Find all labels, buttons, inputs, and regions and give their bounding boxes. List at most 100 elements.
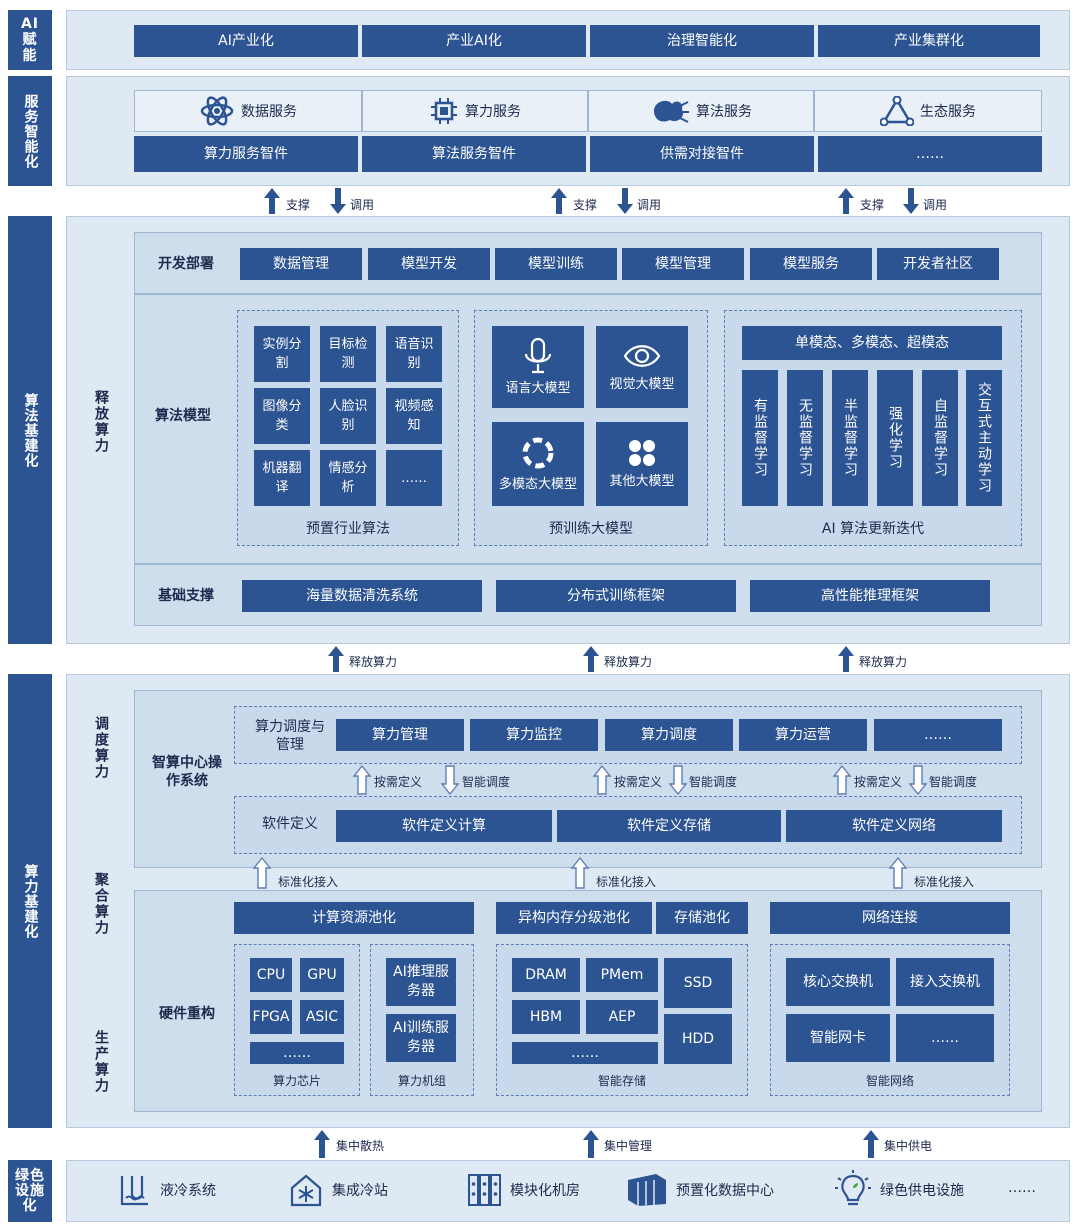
preset-item: 视频感知 — [386, 388, 442, 444]
pool-compute: 计算资源池化 — [234, 902, 474, 934]
preset-item: …… — [386, 450, 442, 506]
green-item: 预置化数据中心 — [626, 1172, 774, 1208]
bottom-arrow-label: 集中散热 — [336, 1139, 385, 1153]
mgmt-item: 算力监控 — [470, 719, 598, 751]
brain-icon — [654, 100, 689, 123]
preset-caption: 预置行业算法 — [306, 521, 390, 537]
std-access-label: 标准化接入 — [914, 875, 975, 889]
servers-caption: 算力机组 — [397, 1074, 446, 1088]
service-compute: 算力服务 — [362, 90, 588, 132]
microphone-icon — [524, 337, 552, 373]
chips-caption: 算力芯片 — [272, 1074, 321, 1088]
green-item: …… — [1008, 1180, 1036, 1196]
service-algo: 算法服务 — [588, 90, 814, 132]
mgmt-item: 算力运营 — [739, 719, 867, 751]
ondemand-label: 按需定义 — [614, 775, 663, 789]
chip-item: …… — [250, 1042, 344, 1064]
pretrain-item: 多模态大模型 — [492, 422, 584, 506]
base-item: 高性能推理框架 — [750, 580, 990, 612]
dev-item: 模型训练 — [495, 248, 617, 280]
chip-item: FPGA — [250, 1000, 292, 1034]
algo-model-label: 算法模型 — [155, 408, 211, 424]
dev-item: 模型开发 — [368, 248, 490, 280]
invoke-label: 调用 — [923, 198, 948, 212]
net-item: 核心交换机 — [786, 958, 890, 1006]
agg-label: 聚合算力 — [93, 872, 109, 936]
support-label: 支撑 — [286, 198, 311, 212]
preset-item: 情感分析 — [320, 450, 376, 506]
os-label: 智算中心操作系统 — [152, 755, 222, 789]
eye-icon — [623, 344, 661, 367]
net-item: 接入交换机 — [896, 958, 994, 1006]
support-label: 支撑 — [573, 198, 598, 212]
mem-item: HBM — [512, 1000, 580, 1034]
chip-item: GPU — [300, 958, 344, 992]
iter-item: 有监督学习 — [742, 370, 778, 506]
ai-item: AI产业化 — [134, 25, 358, 57]
mem-item: AEP — [586, 1000, 658, 1034]
dev-item: 数据管理 — [240, 248, 362, 280]
preset-item: 图像分类 — [254, 388, 310, 444]
smart-sched-label: 智能调度 — [929, 775, 978, 789]
chip-item: CPU — [250, 958, 292, 992]
sdef-item: 软件定义计算 — [336, 810, 552, 842]
mem-item: …… — [512, 1042, 658, 1064]
mem-item: PMem — [586, 958, 658, 992]
std-access-label: 标准化接入 — [596, 875, 657, 889]
mem-item: DRAM — [512, 958, 580, 992]
iter-item: 半监督学习 — [832, 370, 868, 506]
ai-item: 产业集群化 — [818, 25, 1040, 57]
iter-header: 单模态、多模态、超模态 — [742, 326, 1002, 360]
sdef-item: 软件定义存储 — [557, 810, 781, 842]
network-caption: 智能网络 — [865, 1074, 914, 1088]
hw-label: 硬件重构 — [159, 1006, 215, 1022]
invoke-label: 调用 — [350, 198, 375, 212]
pretrain-caption: 预训练大模型 — [549, 521, 633, 537]
pretrain-item: 语言大模型 — [492, 326, 584, 408]
prod-label: 生产算力 — [93, 1030, 109, 1094]
iter-item: 强化学习 — [877, 370, 913, 506]
side-compute: 算力基建化 — [8, 674, 52, 1128]
ondemand-label: 按需定义 — [854, 775, 903, 789]
mgmt-item: 算力管理 — [336, 719, 464, 751]
sched-label: 调度算力 — [93, 716, 109, 780]
support-arrows — [264, 188, 919, 214]
service-data: 数据服务 — [134, 90, 362, 132]
agent-item: …… — [818, 136, 1042, 172]
side-algo: 算法基建化 — [8, 216, 52, 644]
mem-item: HDD — [664, 1014, 732, 1064]
pool-storage: 存储池化 — [656, 902, 748, 934]
agent-item: 算力服务智件 — [134, 136, 358, 172]
liquid-cooling-icon — [120, 1176, 148, 1206]
server-item: AI推理服务器 — [386, 958, 456, 1006]
mgmt-item: …… — [874, 719, 1002, 751]
iter-caption: AI 算法更新迭代 — [821, 521, 925, 537]
atom-icon — [200, 96, 234, 126]
ai-item: 治理智能化 — [590, 25, 814, 57]
green-item: 集成冷站 — [288, 1172, 388, 1208]
std-access-label: 标准化接入 — [278, 875, 339, 889]
mem-item: SSD — [664, 958, 732, 1008]
pretrain-item: 视觉大模型 — [596, 326, 688, 408]
memory-caption: 智能存储 — [597, 1074, 646, 1088]
dev-item: 模型服务 — [750, 248, 872, 280]
side-ai: AI赋能 — [8, 10, 52, 70]
std-access-arrows — [252, 856, 908, 889]
agent-item: 供需对接智件 — [590, 136, 814, 172]
container-icon — [628, 1174, 666, 1206]
net-item: …… — [896, 1014, 994, 1062]
preset-item: 目标检测 — [320, 326, 376, 382]
green-item: 绿色供电设施 — [834, 1170, 964, 1210]
sdef-item: 软件定义网络 — [786, 810, 1002, 842]
mgmt-label: 算力调度与管理 — [255, 719, 325, 753]
ecosystem-icon — [880, 96, 914, 126]
release-arrow-label: 释放算力 — [604, 655, 653, 669]
preset-item: 实例分割 — [254, 326, 310, 382]
grid-dots-icon — [629, 439, 655, 466]
mgmt-item: 算力调度 — [605, 719, 733, 751]
bottom-arrow-label: 集中管理 — [604, 1139, 653, 1153]
agent-item: 算法服务智件 — [362, 136, 586, 172]
chip-item: ASIC — [300, 1000, 344, 1034]
green-item: 模块化机房 — [466, 1172, 580, 1208]
pool-memory: 异构内存分级池化 — [496, 902, 652, 934]
